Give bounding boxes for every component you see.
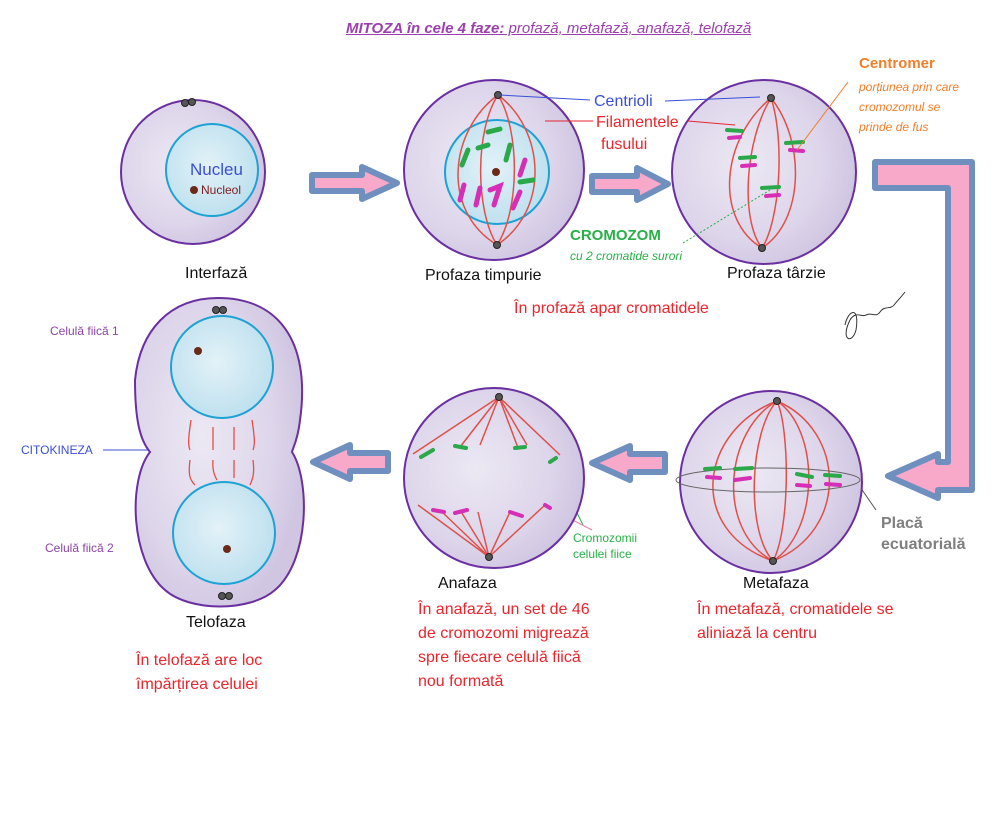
nucleolus-dot — [194, 347, 202, 355]
anaphase-cell — [403, 387, 585, 569]
equatorial-plate-label: Placă ecuatorială — [881, 515, 966, 553]
nucleolus-dot — [492, 168, 500, 176]
cytokinesis-label: CITOKINEZA — [21, 443, 93, 457]
chromosome-sublabel: cu 2 cromatide surori — [570, 249, 683, 263]
daughter-cell-1-label: Celulă fiică 1 — [50, 324, 119, 338]
cell-membrane — [403, 387, 585, 569]
spindle-fibers — [457, 94, 536, 246]
late-prophase-cell — [671, 79, 857, 265]
centriole-top — [767, 94, 775, 102]
centriole-top — [495, 393, 503, 401]
diagram-title: MITOZA în cele 4 faze: profază, metafază… — [346, 20, 752, 37]
telophase-cell — [133, 296, 305, 608]
spindle-label-line1: Filamentele — [596, 114, 679, 131]
chromosomes — [703, 466, 842, 488]
prophase-description: În profază apar cromatidele — [514, 300, 709, 317]
anaphase-description: În anafază, un set de 46 de cromozomi mi… — [418, 601, 590, 690]
spindle-fibers — [728, 97, 797, 249]
nucleus-bottom — [172, 481, 276, 585]
centriole-top — [773, 397, 781, 405]
centriole-bottom — [493, 241, 501, 249]
daughter-chromosomes-label: Cromozomii celulei fiice — [573, 531, 638, 561]
nucleus-label: Nucleu — [190, 160, 243, 179]
arrows — [309, 159, 975, 501]
centriole-bottom — [769, 557, 777, 565]
nucleus-top — [170, 315, 274, 419]
nucleolus-label: Nucleol — [201, 183, 242, 197]
arrow-right-2 — [589, 165, 671, 203]
chromosome-label: CROMOZOM — [570, 227, 661, 244]
phase-label-late-prophase: Profaza târzie — [727, 265, 826, 282]
telophase-description: În telofază are loc împărțirea celulei — [136, 652, 263, 693]
arrow-right-1 — [309, 164, 400, 202]
nucleolus-dot — [190, 186, 198, 194]
equatorial-plate — [675, 467, 861, 493]
spindle-label-line2: fusului — [601, 136, 648, 153]
phase-label-anaphase: Anafaza — [438, 575, 497, 592]
centrioles-icon — [212, 306, 233, 600]
centrioles-icon — [181, 98, 196, 107]
centriole-bottom — [758, 244, 766, 252]
signature — [844, 291, 906, 340]
arrow-left-2 — [310, 442, 391, 482]
centrioles-label: Centrioli — [594, 93, 653, 110]
interphase-cell — [120, 98, 266, 245]
spindle-fibers-bottom — [417, 504, 546, 558]
phase-label-metaphase: Metafaza — [743, 575, 809, 592]
chromosomes — [725, 128, 805, 198]
phase-label-interphase: Interfază — [185, 265, 248, 282]
cell-membrane — [671, 79, 857, 265]
arrow-down-left — [872, 159, 975, 501]
early-prophase-cell — [403, 79, 585, 261]
metaphase-cell — [675, 390, 863, 574]
nucleolus-dot — [223, 545, 231, 553]
chromosomes — [457, 126, 536, 211]
spindle-fibers-top — [412, 396, 561, 456]
nucleus — [165, 123, 259, 217]
metaphase-description: În metafază, cromatidele se aliniază la … — [697, 601, 894, 642]
phase-label-telophase: Telofaza — [186, 614, 246, 631]
phase-label-early-prophase: Profaza timpurie — [425, 267, 542, 284]
chromosomes — [419, 444, 558, 518]
centriole-bottom — [485, 553, 493, 561]
arrow-left-1 — [589, 443, 668, 483]
centromere-description: porțiunea prin care cromozomul se prinde… — [859, 80, 960, 134]
daughter-cell-2-label: Celulă fiică 2 — [45, 541, 114, 555]
cell-membrane — [679, 390, 863, 574]
centromere-label: Centromer — [859, 55, 935, 72]
spindle-remnants — [187, 419, 256, 486]
